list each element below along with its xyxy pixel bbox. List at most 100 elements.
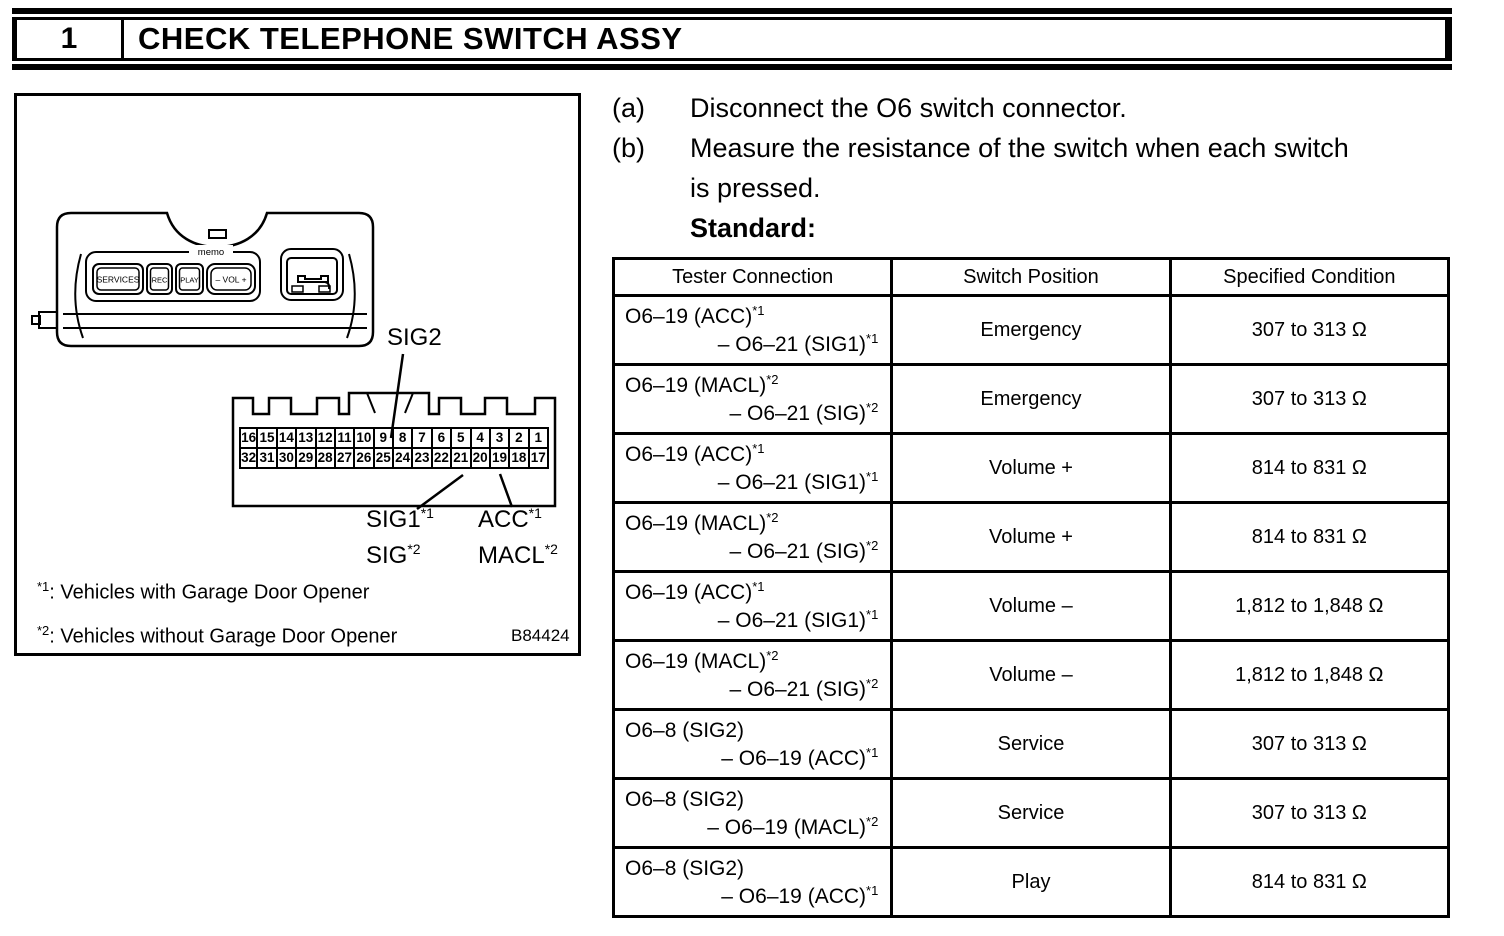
tester-connection-cell: O6–8 (SIG2) – O6–19 (ACC)*1 xyxy=(615,711,894,777)
sig-label: SIG*2 xyxy=(366,541,421,569)
table-row: O6–19 (MACL)*2 – O6–21 (SIG)*2 Emergency… xyxy=(615,363,1447,432)
procedure-instructions: (a) Disconnect the O6 switch connector. … xyxy=(612,88,1498,248)
services-button-label: SERVICES xyxy=(97,275,140,285)
step-number: 1 xyxy=(17,20,124,58)
connector-pin: 2 xyxy=(510,427,530,449)
connector-pin: 27 xyxy=(335,449,356,469)
sig2-label: SIG2 xyxy=(387,324,442,351)
connector-pin: 17 xyxy=(529,449,549,469)
switch-position-cell: Service xyxy=(893,711,1172,777)
table-row: O6–8 (SIG2) – O6–19 (MACL)*2 Service 307… xyxy=(615,777,1447,846)
switch-position-cell: Emergency xyxy=(893,297,1172,363)
tester-connection-cell: O6–19 (ACC)*1 – O6–21 (SIG1)*1 xyxy=(615,297,894,363)
play-button-label: PLAY xyxy=(180,276,199,285)
connector-pin: 9 xyxy=(374,427,394,449)
instruction-item-a: (a) Disconnect the O6 switch connector. xyxy=(612,88,1498,128)
connector-pin: 29 xyxy=(297,449,317,469)
connector-pin: 31 xyxy=(258,449,278,469)
tester-connection-cell: O6–19 (MACL)*2 – O6–21 (SIG)*2 xyxy=(615,366,894,432)
connector-pin: 26 xyxy=(355,449,375,469)
connector-pin: 3 xyxy=(490,427,511,449)
figure-id: B84424 xyxy=(511,626,570,645)
step-header: 1 CHECK TELEPHONE SWITCH ASSY xyxy=(12,8,1452,70)
table-row: O6–19 (ACC)*1 – O6–21 (SIG1)*1 Volume – … xyxy=(615,570,1447,639)
table-row: O6–8 (SIG2) – O6–19 (ACC)*1 Play 814 to … xyxy=(615,846,1447,915)
switch-pad-drawing xyxy=(31,211,557,511)
connector-shell-drawing xyxy=(231,391,557,508)
rec-button-label: REC xyxy=(152,276,168,285)
connector-pin: 12 xyxy=(316,427,336,449)
connector-pin: 13 xyxy=(297,427,317,449)
specification-table: Tester Connection Switch Position Specif… xyxy=(612,257,1450,918)
connector-pin: 16 xyxy=(239,427,259,449)
connector-pin: 4 xyxy=(471,427,491,449)
services-button-drawing xyxy=(92,263,144,295)
sig1-label: SIG1*1 xyxy=(366,505,434,533)
figure-footnotes: *1: Vehicles with Garage Door Opener *2:… xyxy=(37,568,397,655)
switch-position-cell: Emergency xyxy=(893,366,1172,432)
phone-handset-icon xyxy=(297,275,331,290)
play-button-drawing xyxy=(175,263,204,295)
connector-pin: 18 xyxy=(510,449,530,469)
step-header-box: 1 CHECK TELEPHONE SWITCH ASSY xyxy=(12,17,1452,61)
specified-condition-cell: 814 to 831 Ω xyxy=(1251,870,1367,893)
footnote-line: *1: Vehicles with Garage Door Opener xyxy=(37,579,370,604)
table-row: O6–19 (MACL)*2 – O6–21 (SIG)*2 Volume + … xyxy=(615,501,1447,570)
table-header-row: Tester Connection Switch Position Specif… xyxy=(615,260,1447,294)
table-row: O6–19 (ACC)*1 – O6–21 (SIG1)*1 Emergency… xyxy=(615,294,1447,363)
table-row: O6–8 (SIG2) – O6–19 (ACC)*1 Service 307 … xyxy=(615,708,1447,777)
connector-pin: 19 xyxy=(490,449,511,469)
connector-pin: 14 xyxy=(277,427,298,449)
connector-pin: 32 xyxy=(239,449,259,469)
sig1-leader-line xyxy=(416,473,464,511)
table-row: O6–19 (MACL)*2 – O6–21 (SIG)*2 Volume – … xyxy=(615,639,1447,708)
switch-position-cell: Service xyxy=(893,780,1172,846)
column-header-specified-condition: Specified Condition xyxy=(1223,265,1396,288)
connector-pin: 6 xyxy=(432,427,453,449)
specified-condition-cell: 307 to 313 Ω xyxy=(1251,387,1367,410)
volume-button-drawing xyxy=(206,263,256,295)
specified-condition-cell: 814 to 831 Ω xyxy=(1251,456,1367,479)
standard-label: Standard: xyxy=(690,213,817,243)
column-header-switch-position: Switch Position xyxy=(893,260,1172,294)
connector-pin: 22 xyxy=(432,449,453,469)
connector-pin: 21 xyxy=(452,449,472,469)
connector-pin: 20 xyxy=(471,449,491,469)
item-b-text: Measure the resistance of the switch whe… xyxy=(690,133,1349,203)
table-body: O6–19 (ACC)*1 – O6–21 (SIG1)*1 Emergency… xyxy=(615,294,1447,915)
item-b-marker: (b) xyxy=(612,133,645,163)
connector-pin: 28 xyxy=(316,449,336,469)
column-header-tester-connection: Tester Connection xyxy=(615,260,894,294)
switch-assembly-illustration: SERVICES REC PLAY – VOL + memo xyxy=(31,211,557,511)
tester-connection-cell: O6–19 (MACL)*2 – O6–21 (SIG)*2 xyxy=(615,504,894,570)
instruction-item-b: (b) Measure the resistance of the switch… xyxy=(612,128,1498,208)
specified-condition-cell: 1,812 to 1,848 Ω xyxy=(1235,594,1384,617)
item-a-text: Disconnect the O6 switch connector. xyxy=(690,93,1127,123)
connector-pin: 8 xyxy=(394,427,414,449)
tester-connection-cell: O6–19 (ACC)*1 – O6–21 (SIG1)*1 xyxy=(615,435,894,501)
connector-pin: 23 xyxy=(413,449,433,469)
switch-position-cell: Volume + xyxy=(893,435,1172,501)
tester-connection-cell: O6–8 (SIG2) – O6–19 (ACC)*1 xyxy=(615,849,894,915)
connector-pin: 5 xyxy=(452,427,472,449)
connector-pin: 1 xyxy=(529,427,549,449)
connector-pin: 11 xyxy=(335,427,356,449)
tester-connection-cell: O6–19 (ACC)*1 – O6–21 (SIG1)*1 xyxy=(615,573,894,639)
phone-button-drawing xyxy=(286,257,338,295)
specified-condition-cell: 814 to 831 Ω xyxy=(1251,525,1367,548)
rec-button-drawing xyxy=(146,263,173,295)
specified-condition-cell: 307 to 313 Ω xyxy=(1251,318,1367,341)
page-title: CHECK TELEPHONE SWITCH ASSY xyxy=(138,21,683,56)
switch-position-cell: Volume + xyxy=(893,504,1172,570)
sig2-leader-line xyxy=(389,353,405,439)
memo-group-label: memo xyxy=(198,247,224,258)
footnote-line: *2: Vehicles without Garage Door Opener xyxy=(37,622,398,648)
item-a-marker: (a) xyxy=(612,93,645,123)
acc-label: ACC*1 xyxy=(478,505,542,533)
connector-pin: 30 xyxy=(277,449,298,469)
specified-condition-cell: 307 to 313 Ω xyxy=(1251,732,1367,755)
